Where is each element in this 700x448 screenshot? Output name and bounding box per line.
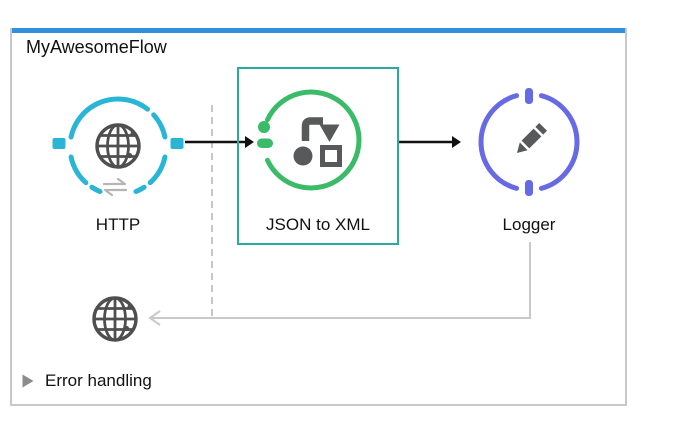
node-json-to-xml[interactable]: [256, 85, 366, 195]
transform-message-icon: [293, 117, 342, 167]
outbound-endpoint-tab: [170, 138, 184, 149]
globe-icon: [95, 123, 141, 169]
flow-title: MyAwesomeFlow: [26, 37, 167, 57]
top-port-bar: [525, 88, 533, 104]
connectors-layer: [92, 105, 531, 342]
request-response-arrows-icon: [102, 177, 128, 197]
collapsed-triangle-icon[interactable]: [22, 374, 34, 388]
http-ring: [68, 96, 168, 195]
flow-arrow-http-to-transform[interactable]: [185, 136, 254, 148]
error-handling-toggle[interactable]: Error handling: [22, 370, 152, 392]
bottom-port-bar: [525, 180, 533, 196]
left-arrowhead-icon: [148, 310, 161, 326]
error-handling-label: Error handling: [45, 371, 152, 390]
inbound-endpoint-tab: [52, 138, 66, 149]
node-label-json-to-xml: JSON to XML: [266, 215, 370, 234]
response-connector: [148, 242, 531, 326]
arrowhead-icon: [245, 136, 254, 148]
logger-ring: [478, 93, 580, 191]
transform-ring: [265, 89, 362, 191]
flow-arrow-transform-to-logger[interactable]: [399, 136, 461, 148]
flow-container[interactable]: MyAwesomeFlow: [10, 28, 627, 406]
node-http[interactable]: [52, 91, 184, 203]
flow-header-bar: [12, 28, 625, 33]
arrowhead-icon: [452, 136, 461, 148]
input-port-dash: [257, 138, 273, 148]
node-logger[interactable]: [474, 87, 584, 197]
pencil-icon: [516, 122, 548, 154]
node-label-logger: Logger: [502, 215, 556, 234]
selection-outline: [237, 67, 399, 245]
response-globe-icon[interactable]: [92, 296, 138, 342]
input-port-dot: [258, 121, 270, 133]
node-label-http: HTTP: [95, 215, 141, 234]
